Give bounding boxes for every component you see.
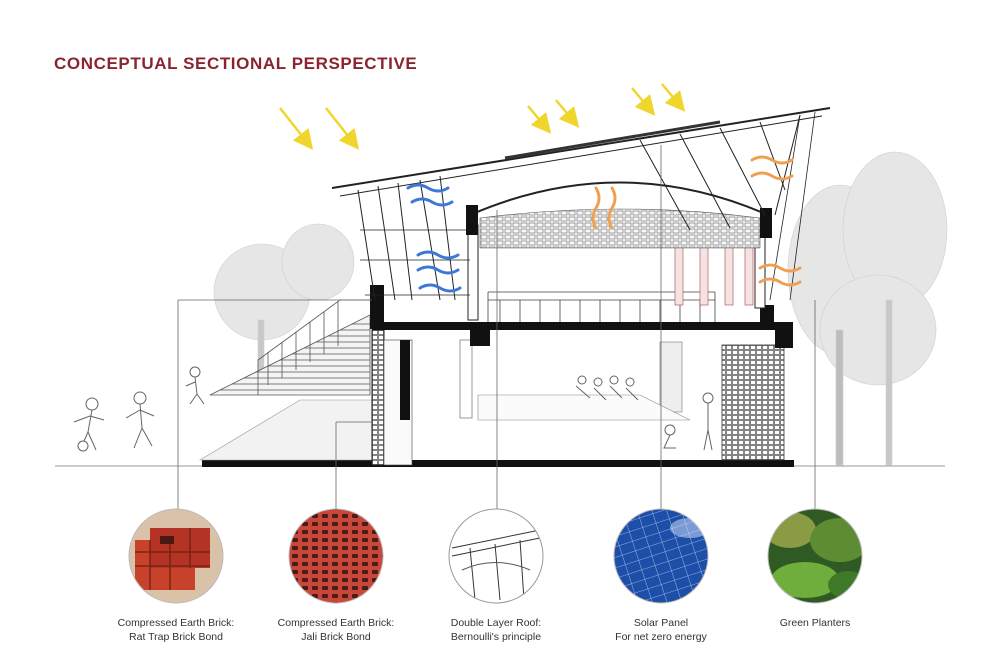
people-figures [73,366,714,451]
caption-planters-line1: Green Planters [779,617,851,629]
leader-lines [177,145,816,509]
caption-rat-trap: Compressed Earth Brick: Rat Trap Brick B… [91,616,261,644]
inner-vault [469,181,769,216]
jali-wall [721,344,785,461]
caption-roof-line2: Bernoulli's principle [450,631,542,643]
caption-roof-line1: Double Layer Roof: [450,617,542,629]
warm-air-flow [591,155,802,287]
double-layer-roof [331,107,831,301]
tiled-ceiling [479,208,761,249]
cool-air-flow [406,183,462,293]
caption-jali-line1: Compressed Earth Brick: [277,617,395,629]
ball-icon [77,440,89,452]
first-floor-rail [487,291,716,322]
caption-jali: Compressed Earth Brick: Jali Brick Bond [251,616,421,644]
background-trees [213,151,948,466]
caption-solar-line2: For net zero energy [615,631,707,643]
caption-rat-trap-line2: Rat Trap Brick Bond [129,631,223,643]
caption-roof: Double Layer Roof: Bernoulli's principle [411,616,581,644]
foundation-slab [202,460,794,467]
first-floor-slab [372,322,792,330]
feature-roof-circle [448,508,544,604]
feature-rat-trap-circle [128,508,224,604]
sun-arrows [279,83,686,150]
feature-solar-circle [613,508,709,604]
courtyard-floor [198,399,381,461]
caption-rat-trap-line1: Compressed Earth Brick: [117,617,235,629]
rat-trap-wall [371,329,385,466]
caption-planters: Green Planters [730,616,900,630]
caption-solar-line1: Solar Panel [633,617,689,629]
feature-jali-circle [288,508,384,604]
page-title: CONCEPTUAL SECTIONAL PERSPECTIVE [54,54,418,73]
feature-planters-circle [767,508,863,604]
caption-jali-line2: Jali Brick Bond [301,631,371,643]
caption-solar: Solar Panel For net zero energy [576,616,746,644]
